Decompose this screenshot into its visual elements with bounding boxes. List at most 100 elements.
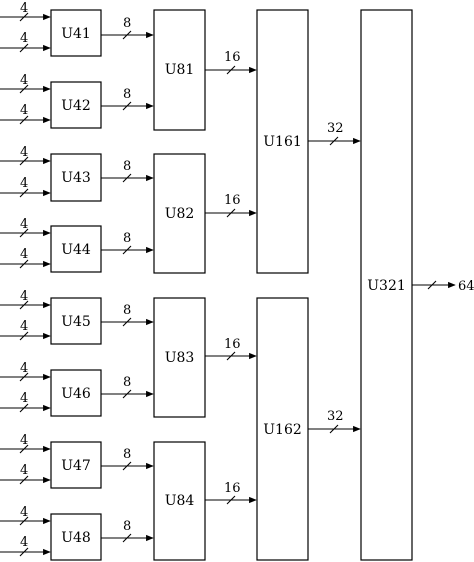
bus-slash	[226, 351, 236, 361]
bus-slash	[122, 30, 132, 40]
block-u82	[153, 153, 206, 274]
block-u81	[153, 9, 206, 131]
bus-slash	[329, 424, 339, 434]
group-u84: U84 16	[153, 441, 257, 561]
input-width-label: 4	[20, 103, 28, 118]
input-width-label: 4	[20, 535, 28, 550]
u42-output-width: 8	[123, 87, 131, 102]
bus-slash	[19, 259, 29, 269]
group-u321: U321 64	[360, 9, 474, 561]
block-u83-label: U83	[165, 350, 195, 366]
input-width-label: 4	[20, 145, 28, 160]
block-u162-label: U162	[263, 422, 302, 438]
block-u82-label: U82	[165, 206, 195, 222]
block-u47	[50, 441, 102, 489]
u82-output-width: 16	[224, 193, 241, 208]
block-u161	[256, 9, 309, 274]
group-u43: 4 4 U43 8	[0, 145, 154, 202]
bus-slash	[122, 245, 132, 255]
bus-slash	[427, 280, 437, 290]
bus-slash	[122, 461, 132, 471]
input-width-label: 4	[20, 247, 28, 262]
block-u162	[256, 297, 309, 561]
block-u43-label: U43	[61, 170, 91, 186]
bus-slash	[19, 444, 29, 454]
input-width-label: 4	[20, 463, 28, 478]
bus-slash	[226, 65, 236, 75]
bus-slash	[19, 331, 29, 341]
u81-output-width: 16	[224, 50, 241, 65]
bus-slash	[226, 495, 236, 505]
bus-slash	[19, 300, 29, 310]
block-u44-label: U44	[61, 242, 91, 258]
group-u161: U161 32	[256, 9, 361, 274]
block-u321	[360, 9, 413, 561]
block-u44	[50, 225, 102, 273]
u161-output-width: 32	[327, 121, 344, 136]
input-width-label: 4	[20, 361, 28, 376]
block-u43	[50, 153, 102, 202]
block-u48	[50, 513, 102, 561]
input-width-label: 4	[20, 319, 28, 334]
group-u83: U83 16	[153, 297, 257, 418]
bus-slash	[19, 228, 29, 238]
block-u48-label: U48	[61, 530, 91, 546]
input-width-label: 4	[20, 217, 28, 232]
bus-slash	[122, 317, 132, 327]
bus-slash	[19, 188, 29, 198]
block-u84	[153, 441, 206, 561]
block-u81-label: U81	[165, 62, 195, 78]
block-u41-label: U41	[61, 26, 91, 42]
input-width-label: 4	[20, 391, 28, 406]
u41-output-width: 8	[123, 16, 131, 31]
bus-slash	[122, 173, 132, 183]
block-u41	[50, 9, 102, 57]
bus-slash	[19, 372, 29, 382]
bus-slash	[19, 156, 29, 166]
group-u41: 4 4 U41 8	[0, 1, 154, 57]
u48-output-width: 8	[123, 519, 131, 534]
u83-output-width: 16	[224, 337, 241, 352]
block-u46	[50, 369, 102, 417]
final-output-width: 64	[458, 279, 474, 294]
block-u42-label: U42	[61, 98, 91, 114]
input-width-label: 4	[20, 289, 28, 304]
bus-slash	[19, 403, 29, 413]
input-width-label: 4	[20, 1, 28, 16]
block-u46-label: U46	[61, 386, 91, 402]
block-u321-label: U321	[367, 278, 406, 294]
group-u44: 4 4 U44 8	[0, 217, 154, 273]
u46-output-width: 8	[123, 375, 131, 390]
bus-slash	[19, 475, 29, 485]
group-u47: 4 4 U47 8	[0, 433, 154, 489]
bus-slash	[122, 533, 132, 543]
u43-output-width: 8	[123, 159, 131, 174]
block-u45-label: U45	[61, 314, 91, 330]
bus-slash	[19, 43, 29, 53]
u44-output-width: 8	[123, 231, 131, 246]
block-u84-label: U84	[165, 493, 195, 509]
group-u45: 4 4 U45 8	[0, 289, 154, 345]
bus-slash	[122, 389, 132, 399]
group-u82: U82 16	[153, 153, 257, 274]
u162-output-width: 32	[327, 409, 344, 424]
input-width-label: 4	[20, 176, 28, 191]
bus-slash	[19, 12, 29, 22]
block-u42	[50, 81, 102, 129]
bus-slash	[329, 136, 339, 146]
bus-slash	[19, 516, 29, 526]
block-u45	[50, 297, 102, 345]
bus-slash	[19, 547, 29, 557]
input-width-label: 4	[20, 505, 28, 520]
input-width-label: 4	[20, 73, 28, 88]
block-u47-label: U47	[61, 458, 91, 474]
bus-slash	[19, 115, 29, 125]
group-u48: 4 4 U48 8	[0, 505, 154, 561]
bus-slash	[226, 208, 236, 218]
bus-slash	[19, 84, 29, 94]
group-u162: U162 32	[256, 297, 361, 561]
group-u81: U81 16	[153, 9, 257, 131]
block-u83	[153, 297, 206, 418]
input-width-label: 4	[20, 31, 28, 46]
